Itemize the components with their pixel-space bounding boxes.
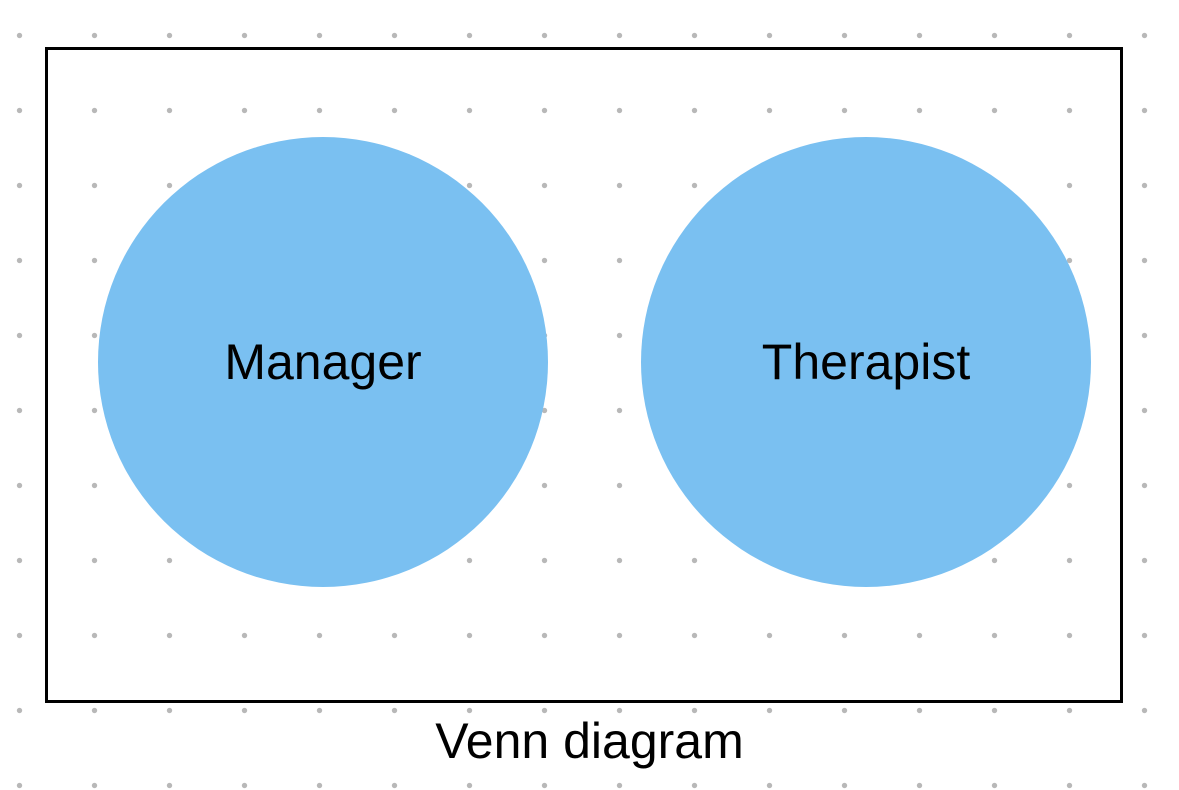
set-label-therapist: Therapist xyxy=(761,334,971,390)
diagram-caption: Venn diagram xyxy=(435,713,744,769)
set-circle-manager: Manager xyxy=(98,137,548,587)
set-circle-therapist: Therapist xyxy=(641,137,1091,587)
diagram-frame xyxy=(45,47,1123,703)
set-label-manager: Manager xyxy=(224,334,422,390)
